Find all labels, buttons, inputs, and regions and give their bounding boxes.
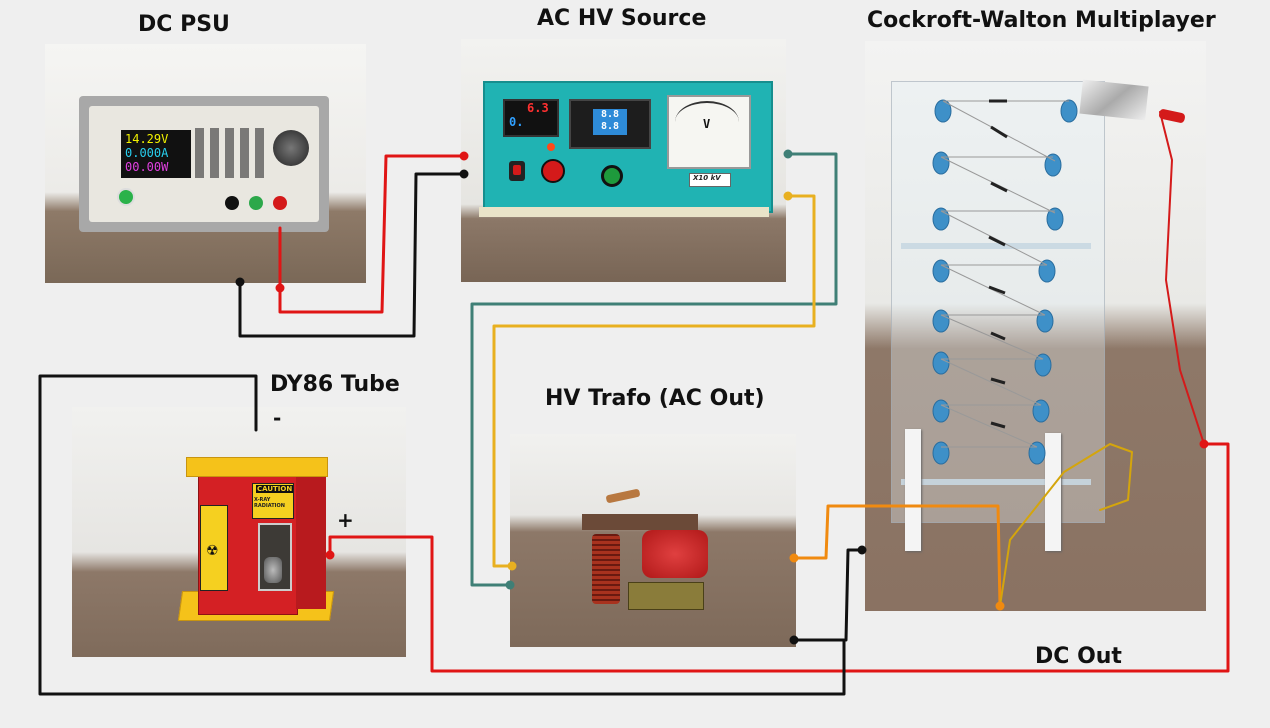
cw-multiplier-photo [865,41,1206,611]
diode [990,181,1008,193]
psu-keypad [195,128,265,178]
left-stand [905,429,921,551]
junction-dot [857,545,867,555]
green-knob [601,165,623,187]
scale-tag-text: X10 kV [693,174,721,182]
multiplier-yellow-wire [999,443,1133,607]
dc-psu-label: DC PSU [138,12,230,37]
tube-box-side [296,473,326,609]
red-switch-2 [541,159,565,183]
trafo-base [628,582,704,610]
diode [990,331,1006,341]
junction-dot [459,151,469,161]
acrylic-frame [891,81,1105,523]
acrylic-shelf-low [901,479,1091,485]
junction-dot [505,580,515,590]
junction-dot [459,169,469,179]
dc-out-label: DC Out [1035,644,1122,669]
psu-green-terminal [249,196,263,210]
foil-red-lead [1159,111,1205,445]
junction-dot [783,191,793,201]
multiplier-black-wire [844,548,864,642]
hv-trafo-photo [510,434,796,647]
voltmeter-dial [675,101,739,143]
junction-dots [235,149,1209,645]
capacitor [1044,153,1062,177]
capacitor [934,99,952,123]
dc-out-red-wire [328,442,1230,673]
trafo-secondary-coil [642,530,708,578]
psu-black-wire [238,172,466,338]
tube-plus-label: + [337,508,354,532]
dy86-tube-label: DY86 Tube [270,372,400,397]
hv-source-base [479,207,769,217]
cw-multiplier-label: Cockroft-Walton Multiplayer [867,8,1216,33]
caution-text: CAUTION [256,485,294,493]
diode [990,377,1006,385]
hv-source-yellow-wire [492,194,816,568]
psu-black-terminal [225,196,239,210]
psu-voltage-readout: 14.29V [125,132,169,146]
psu-power-button [117,188,135,206]
capacitor [1046,207,1064,231]
tube-box-top [186,457,328,477]
junction-dot [325,550,335,560]
junction-dot [507,561,517,571]
junction-dot [1199,439,1209,449]
timer-bottom: 8.8 [601,121,620,132]
junction-dot [789,553,799,563]
psu-knob [273,130,309,166]
dy86-tube-photo: CAUTION X-RAY RADIATION ☢ [72,407,406,657]
radiation-icon: ☢ [206,543,219,559]
diode [990,125,1008,139]
junction-dot [995,601,1005,611]
ac-hv-source-photo: 6.3 0. 8.8 8.8 V X10 kV [461,39,786,282]
tube-minus-label: - [273,406,282,430]
diode [988,285,1006,295]
timer-module [569,99,651,149]
trafo-core-top [582,514,698,530]
timer-screen [593,109,627,135]
hv-source-teal-wire [470,152,838,587]
scale-tag [689,173,731,187]
acrylic-shelf-mid [901,243,1091,249]
diode [990,421,1006,429]
indicator-led [547,143,555,151]
diode-chain [988,99,1008,429]
panel-meter-bottom: 0. [509,115,524,129]
junction-dot [235,277,245,287]
trafo-orange-wire [792,504,1002,608]
trafo-primary-coil [592,534,620,604]
junction-dot [789,635,799,645]
junction-dot [783,149,793,159]
psu-red-terminal [273,196,287,210]
tube-glass [264,557,282,583]
xray-text: X-RAY RADIATION [254,497,285,509]
voltmeter-unit: V [703,117,711,131]
psu-current-readout: 0.000A [125,146,169,160]
psu-power-readout: 00.00W [125,160,169,174]
side-caution-label [200,505,228,591]
capacitor [1060,99,1078,123]
right-stand [1045,433,1061,551]
red-switch-1 [509,161,525,181]
dc-psu-photo: 14.29V 0.000A 00.00W [45,44,366,283]
ac-hv-source-label: AC HV Source [537,6,707,31]
panel-meter [503,99,559,137]
timer-top: 8.8 [601,109,620,120]
ground-black-wire [38,374,846,696]
junction-dot [275,283,285,293]
psu-screen: 14.29V 0.000A 00.00W [121,130,191,178]
psu-red-wire [278,154,466,314]
diode [988,235,1006,247]
hv-trafo-label: HV Trafo (AC Out) [545,386,765,411]
cw-ladder [932,99,1078,465]
panel-meter-top: 6.3 [527,101,549,115]
